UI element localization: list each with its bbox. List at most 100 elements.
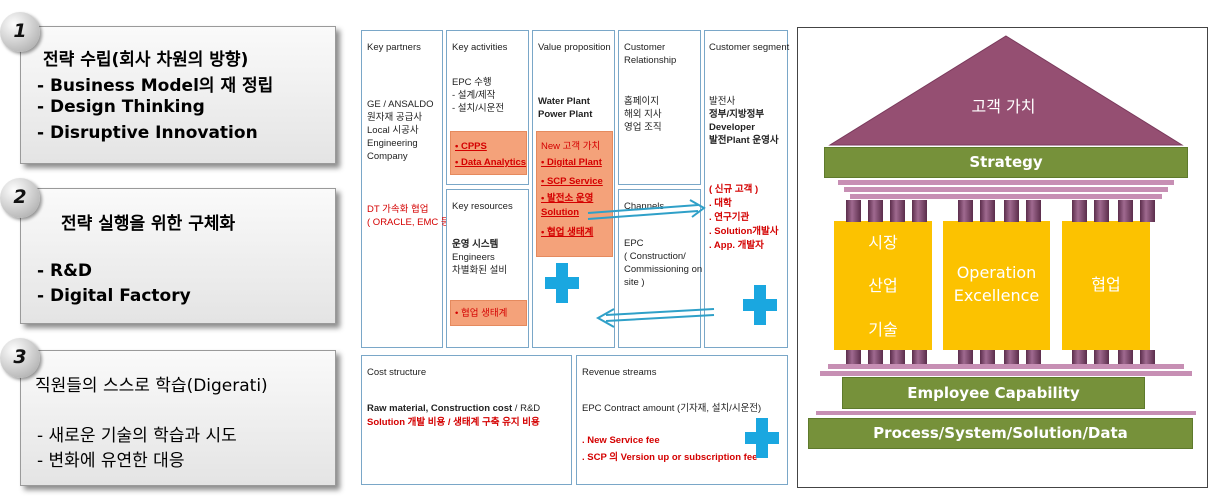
column-capital <box>1072 200 1087 222</box>
highlight-line: New 고객 가치 <box>541 141 601 152</box>
plus-icon <box>545 263 579 303</box>
pillar-collaboration: 협업 <box>1062 221 1150 350</box>
left-arrow-icon <box>595 308 715 328</box>
column-capital <box>890 200 905 222</box>
key-resources-cell: Key resources 운영 시스템 Engineers 차별화된 설비 •… <box>446 189 529 348</box>
highlight-line: • 협업 생태계 <box>541 227 594 238</box>
customer-segment-red: ( 신규 고객 ) <box>709 184 759 195</box>
column-base <box>1026 350 1041 364</box>
strategy-2-item: - R&D <box>37 261 93 281</box>
cost-structure-cell: Cost structure Raw material, Constructio… <box>361 355 572 485</box>
ledge-top-2 <box>844 187 1168 192</box>
key-activities-cell: Key activities EPC 수행 - 설계/제작 - 설치/시운전 •… <box>446 30 529 185</box>
customer-segment-red: . App. 개발자 <box>709 240 764 251</box>
revenue-streams-cell: Revenue streams EPC Contract amount (기자재… <box>576 355 788 485</box>
customer-relationship-line: 홈페이지 <box>624 96 659 107</box>
customer-relationship-line: 해외 지사 <box>624 109 662 120</box>
cost-structure-line: Raw material, Construction cost / R&D <box>367 402 540 415</box>
business-model-canvas: Key partners GE / ANSALDO 원자재 공급사 Local … <box>358 27 790 487</box>
highlight-line: • CPPS <box>455 141 487 152</box>
key-partners-cell: Key partners GE / ANSALDO 원자재 공급사 Local … <box>361 30 453 348</box>
pillar-right-line: 협업 <box>1091 275 1121 294</box>
revenue-streams-title: Revenue streams <box>582 367 657 378</box>
revenue-streams-line: EPC Contract amount (기자재, 설치/시운전) <box>582 403 762 414</box>
pillar-left-line: 기술 <box>868 320 898 339</box>
pillar-market-industry-tech: 시장 산업 기술 <box>834 221 932 350</box>
customer-segment-title: Customer segment <box>709 42 790 53</box>
value-proposition-line: Power Plant <box>538 109 593 120</box>
highlight-line: • Digital Plant <box>541 157 602 168</box>
customer-relationship-cell: Customer Relationship 홈페이지 해외 지사 영업 조직 <box>618 30 701 185</box>
column-base <box>1094 350 1109 364</box>
strategy-1-item: - Business Model의 재 정립 <box>37 76 274 96</box>
channels-cell: Channels EPC ( Construction/ Commissioni… <box>618 189 703 348</box>
step-2-badge: 2 <box>0 178 40 218</box>
column-base <box>980 350 995 364</box>
pillar-left-line: 산업 <box>868 276 898 295</box>
channels-line: site ) <box>624 277 645 288</box>
column-capital <box>912 200 927 222</box>
key-partners-red: DT 가속화 협업 <box>367 204 429 215</box>
column-base <box>912 350 927 364</box>
key-resources-line: 운영 시스템 <box>452 239 499 250</box>
step-2 <box>820 371 1192 376</box>
highlight-line: • 발전소 운영 <box>541 193 594 204</box>
channels-line: EPC <box>624 238 644 249</box>
step-1 <box>828 364 1184 369</box>
customer-segment-line: Developer <box>709 122 755 133</box>
cost-structure-title: Cost structure <box>367 367 427 378</box>
channels-line: ( Construction/ <box>624 251 686 262</box>
key-partners-line: GE / ANSALDO <box>367 99 434 110</box>
column-base <box>890 350 905 364</box>
column-capital <box>1004 200 1019 222</box>
strategy-1-title: 전략 수립(회사 차원의 방향) <box>43 50 249 70</box>
value-proposition-highlight: New 고객 가치 • Digital Plant • SCP Service … <box>536 131 613 257</box>
key-activities-highlight: • CPPS • Data Analytics <box>450 131 527 175</box>
column-capital <box>980 200 995 222</box>
value-proposition-title: Value proposition <box>538 42 611 53</box>
customer-segment-red: . 연구기관 <box>709 212 750 223</box>
cost-structure-red: Solution 개발 비용 / 생태계 구축 유지 비용 <box>367 417 540 428</box>
channels-line: Commissioning on <box>624 264 703 275</box>
strategy-3-item: - 변화에 유연한 대응 <box>37 451 185 471</box>
customer-segment-line: 발전Plant 운영사 <box>709 135 779 146</box>
right-arrow-icon <box>587 199 706 220</box>
column-capital <box>1094 200 1109 222</box>
cost-line-bold: Raw material, Construction cost <box>367 403 513 414</box>
customer-segment-line: 정부/지방정부 <box>709 109 765 120</box>
customer-relationship-title: Relationship <box>624 55 677 66</box>
column-base <box>846 350 861 364</box>
process-system-bar: Process/System/Solution/Data <box>808 418 1193 449</box>
temple-frame: 고객 가치 Strategy 시장 산업 기술 Operation Excell… <box>797 27 1208 488</box>
key-activities-title: Key activities <box>452 42 508 53</box>
value-proposition-line: Water Plant <box>538 96 590 107</box>
channel-arrows <box>587 199 715 328</box>
revenue-streams-red: . New Service fee <box>582 435 660 446</box>
column-base <box>958 350 973 364</box>
customer-segment-red: . 대학 <box>709 198 732 209</box>
strategy-box-3: 직원들의 스스로 학습(Digerati) - 새로운 기술의 학습과 시도 -… <box>20 350 336 486</box>
highlight-line: • 협업 생태계 <box>455 308 508 319</box>
column-capital <box>846 200 861 222</box>
strategy-3-title: 직원들의 스스로 학습(Digerati) <box>35 376 268 396</box>
key-resources-line: Engineers <box>452 252 495 263</box>
key-partners-line: Company <box>367 151 408 162</box>
revenue-streams-red: . SCP 의 Version up or subscription fee <box>582 452 758 463</box>
plus-icon <box>745 418 779 458</box>
strategy-2-title: 전략 실행을 위한 구체화 <box>61 214 236 234</box>
ledge-top-3 <box>850 194 1162 199</box>
strategy-2-item: - Digital Factory <box>37 286 191 306</box>
key-activities-line: EPC 수행 <box>452 77 492 88</box>
value-proposition-cell: Value proposition Water Plant Power Plan… <box>532 30 615 348</box>
key-partners-title: Key partners <box>367 42 421 53</box>
column-capital <box>958 200 973 222</box>
pillar-operation-excellence: Operation Excellence <box>943 221 1050 350</box>
step-1-badge: 1 <box>0 12 40 52</box>
highlight-line: Solution <box>541 207 579 218</box>
customer-relationship-line: 영업 조직 <box>624 122 662 133</box>
key-resources-highlight: • 협업 생태계 <box>450 300 527 326</box>
strategy-bar: Strategy <box>824 147 1188 178</box>
column-capital <box>1026 200 1041 222</box>
step-3 <box>816 411 1196 415</box>
channels-title: Channels <box>624 201 665 212</box>
